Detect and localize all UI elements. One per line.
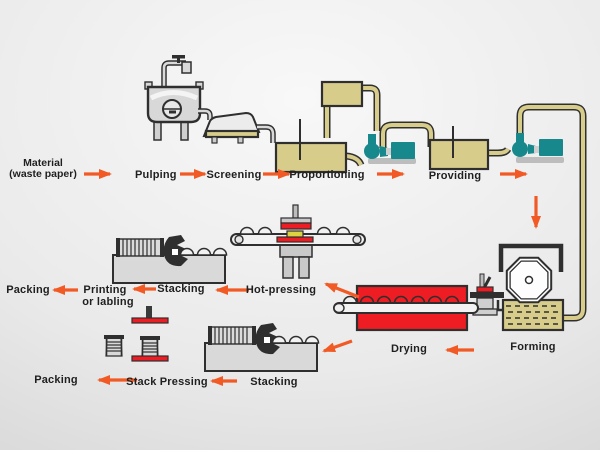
- label-stacking-bottom: Stacking: [250, 376, 297, 388]
- label-packing-bottom: Packing: [34, 374, 78, 386]
- label-stacking-top: Stacking: [157, 283, 204, 295]
- faucet-icon: [161, 55, 192, 86]
- proportioning-tanks: [274, 80, 416, 174]
- label-printing-line2: or labling: [82, 296, 134, 308]
- providing-tank: [428, 126, 564, 171]
- pulping-tank-machine: [144, 55, 213, 141]
- arrow-drying-to-stacking-bottom: [322, 339, 353, 353]
- label-hot-pressing: Hot-pressing: [246, 284, 316, 296]
- pump-icon: [512, 133, 564, 163]
- label-packing-top: Packing: [6, 284, 50, 296]
- label-providing: Providing: [429, 170, 482, 182]
- pump-icon: [364, 134, 416, 164]
- stage-labels: Material (waste paper) Pulping Screening…: [6, 157, 555, 388]
- label-drying: Drying: [391, 343, 427, 355]
- screening-machine: [202, 111, 276, 144]
- flow-arrows: [52, 169, 541, 386]
- drying-machine: [333, 284, 479, 332]
- label-printing-line1: Printing: [83, 284, 126, 296]
- label-pulping: Pulping: [135, 169, 177, 181]
- hot-pressing-machine: [230, 204, 366, 279]
- stacking-machine-bottom: [205, 323, 319, 371]
- transfer-arm-machine: [470, 273, 504, 316]
- arrow-drying-to-hot-pressing: [324, 282, 360, 299]
- label-material-line2: (waste paper): [9, 168, 77, 180]
- label-screening: Screening: [207, 169, 262, 181]
- label-material-line1: Material: [23, 157, 63, 169]
- label-proportioning: Proportioning: [289, 169, 364, 181]
- label-forming: Forming: [510, 341, 555, 353]
- forming-machine: [498, 243, 565, 332]
- pipes: [323, 84, 587, 322]
- label-stack-pressing: Stack Pressing: [126, 376, 208, 388]
- stack-pressing-machine: [103, 306, 169, 362]
- stacking-machine-top: [113, 235, 227, 283]
- tray-stack-icon: [139, 335, 161, 358]
- tray-stack-icon: [103, 334, 125, 357]
